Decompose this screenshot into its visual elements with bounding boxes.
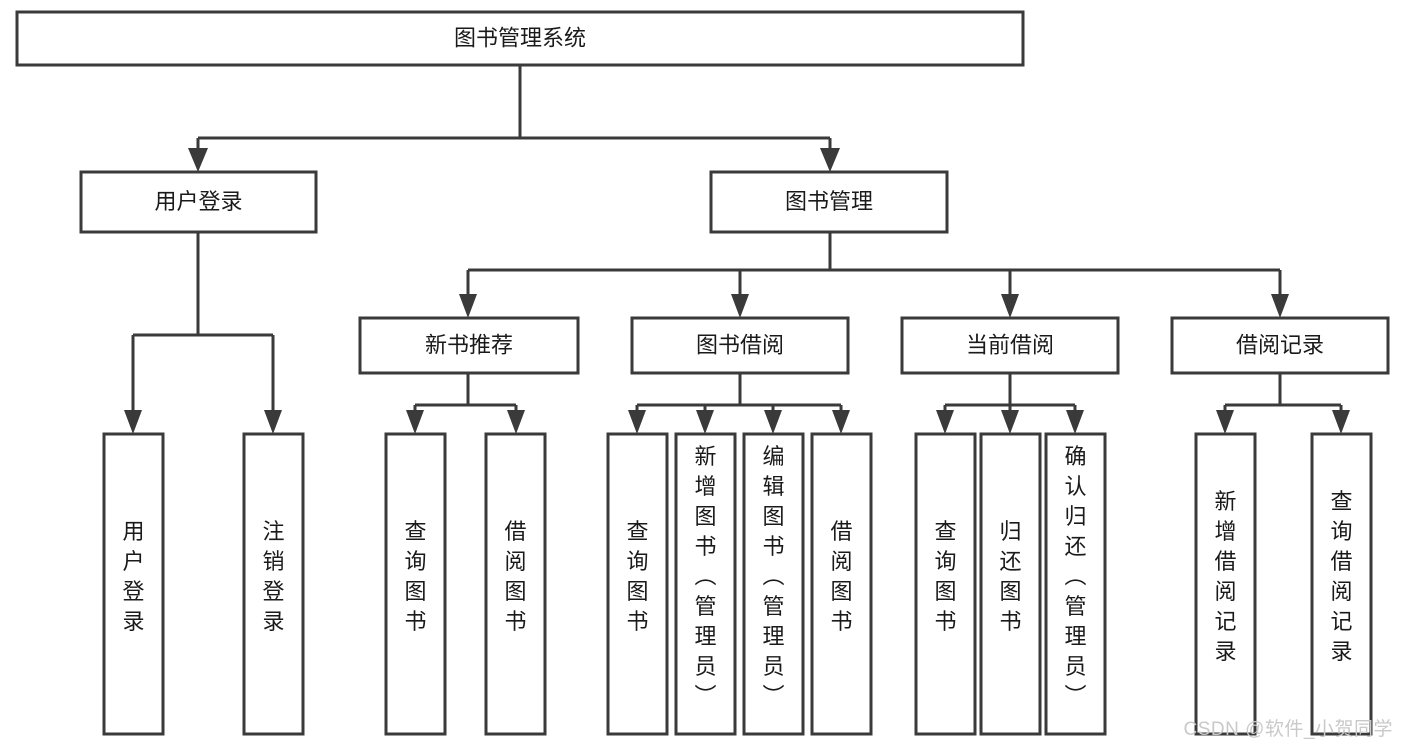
node-leaf-10-label: 确认归还（管理员） (1064, 444, 1086, 709)
node-root[interactable]: 图书管理系统 (15, 10, 1025, 67)
arrowhead-current-leaf-3 (1066, 410, 1084, 434)
node-level3-0-box[interactable] (358, 316, 580, 375)
node-leaf-6[interactable]: 编辑图书（管理员） (742, 432, 805, 736)
node-leaf-9[interactable]: 归还图书 (979, 432, 1042, 736)
node-leaf-4[interactable]: 查询图书 (606, 432, 669, 736)
arrowhead-borrow-leaf-3 (764, 410, 782, 434)
arrowhead-to-borrow (731, 294, 749, 318)
node-level3-3-label: 借阅记录 (1236, 332, 1324, 357)
node-level2-0-label: 用户登录 (154, 189, 242, 214)
node-leaf-1-label: 注销登录 (262, 519, 284, 634)
node-leaf-11[interactable]: 新增借阅记录 (1194, 432, 1257, 736)
node-leaf-12-label: 查询借阅记录 (1330, 489, 1352, 664)
node-level2-1-box[interactable] (709, 170, 949, 234)
node-leaf-7[interactable]: 借阅图书 (810, 432, 873, 736)
node-leaf-12[interactable]: 查询借阅记录 (1310, 432, 1373, 736)
arrowhead-current-leaf-1 (936, 410, 954, 434)
node-leaf-1[interactable]: 注销登录 (242, 432, 305, 736)
node-leaf-3-box[interactable] (484, 432, 547, 736)
node-leaf-5-label: 新增图书（管理员） (694, 444, 716, 709)
node-leaf-8[interactable]: 查询图书 (914, 432, 977, 736)
node-leaf-2-box[interactable] (384, 432, 447, 736)
node-leaf-7-label: 借阅图书 (830, 519, 852, 634)
arrowhead-to-current (1001, 294, 1019, 318)
arrowhead-to-newbook (459, 294, 477, 318)
node-level3-1-box[interactable] (630, 316, 850, 375)
node-leaf-1-box[interactable] (242, 432, 305, 736)
arrowhead-borrow-leaf-1 (628, 410, 646, 434)
node-leaf-8-label: 查询图书 (934, 519, 956, 634)
csdn-watermark: CSDN @软件_小贺同学 (1183, 719, 1393, 740)
node-root-label: 图书管理系统 (454, 25, 586, 50)
node-level3-1-label: 图书借阅 (696, 332, 784, 357)
node-leaf-0-label: 用户登录 (122, 519, 144, 634)
node-leaf-9-box[interactable] (979, 432, 1042, 736)
node-level3-2[interactable]: 当前借阅 (900, 316, 1120, 375)
node-leaf-5[interactable]: 新增图书（管理员） (674, 432, 737, 736)
node-level3-2-box[interactable] (900, 316, 1120, 375)
node-leaf-10[interactable]: 确认归还（管理员） (1044, 432, 1107, 736)
arrowhead-to-record (1271, 294, 1289, 318)
arrowhead-current-leaf-2 (1001, 410, 1019, 434)
node-level3-2-label: 当前借阅 (966, 332, 1054, 357)
arrowhead-borrow-leaf-4 (832, 410, 850, 434)
node-level2-1[interactable]: 图书管理 (709, 170, 949, 234)
node-leaf-7-box[interactable] (810, 432, 873, 736)
node-level3-3-box[interactable] (1170, 316, 1390, 375)
node-level2-1-label: 图书管理 (785, 189, 873, 214)
node-leaf-11-label: 新增借阅记录 (1214, 489, 1236, 664)
node-leaf-11-box[interactable] (1194, 432, 1257, 736)
node-leaf-3[interactable]: 借阅图书 (484, 432, 547, 736)
node-level2-0-box[interactable] (79, 170, 318, 234)
node-leaf-10-box[interactable] (1044, 432, 1107, 736)
node-level3-1[interactable]: 图书借阅 (630, 316, 850, 375)
node-leaf-2[interactable]: 查询图书 (384, 432, 447, 736)
arrowhead-to-leaf-user-login (124, 410, 142, 434)
arrowhead-record-leaf-1 (1216, 410, 1234, 434)
arrowhead-newbook-leaf-2 (507, 410, 525, 434)
node-level3-3[interactable]: 借阅记录 (1170, 316, 1390, 375)
node-leaf-5-box[interactable] (674, 432, 737, 736)
arrowhead-to-book-mgmt (820, 148, 840, 172)
node-leaf-3-label: 借阅图书 (504, 519, 526, 634)
arrowhead-layer (124, 148, 1350, 434)
arrowhead-newbook-leaf-1 (406, 410, 424, 434)
node-layer: 图书管理系统用户登录图书管理新书推荐图书借阅当前借阅借阅记录用户登录注销登录查询… (15, 10, 1390, 736)
node-leaf-4-box[interactable] (606, 432, 669, 736)
node-leaf-6-label: 编辑图书（管理员） (762, 444, 784, 709)
node-leaf-4-label: 查询图书 (626, 519, 648, 634)
node-leaf-12-box[interactable] (1310, 432, 1373, 736)
arrowhead-record-leaf-2 (1332, 410, 1350, 434)
node-level2-0[interactable]: 用户登录 (79, 170, 318, 234)
node-leaf-0-box[interactable] (102, 432, 165, 736)
node-level3-0-label: 新书推荐 (425, 332, 513, 357)
arrowhead-to-leaf-logout (264, 410, 282, 434)
node-level3-0[interactable]: 新书推荐 (358, 316, 580, 375)
node-leaf-6-box[interactable] (742, 432, 805, 736)
node-leaf-0[interactable]: 用户登录 (102, 432, 165, 736)
node-leaf-9-label: 归还图书 (999, 519, 1021, 634)
arrowhead-to-user-login (188, 148, 208, 172)
arrowhead-borrow-leaf-2 (696, 410, 714, 434)
node-leaf-2-label: 查询图书 (404, 519, 426, 634)
node-root-box[interactable] (15, 10, 1025, 67)
node-leaf-8-box[interactable] (914, 432, 977, 736)
